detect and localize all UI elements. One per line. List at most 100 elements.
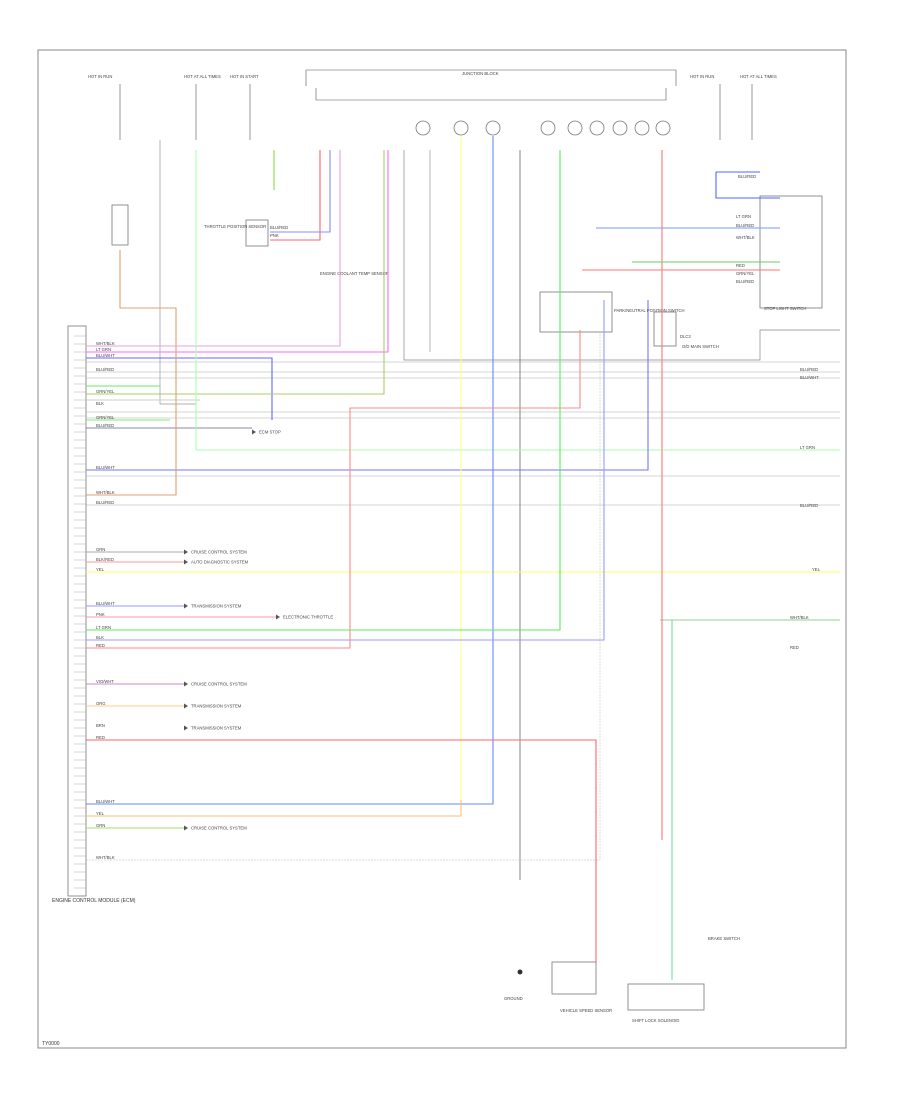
wire-blue-1 [86,357,273,420]
connector-circle-6 [589,120,605,136]
wire-code-wht-blk: WHT/BLK [96,855,115,860]
wire-blue-vertical [86,136,494,805]
callout-transmission-3: TRANSMISSION SYSTEM [191,726,242,731]
wire-blue-top-right [715,171,780,199]
wire-code-ltgrn: LT GRN [736,214,751,219]
wire-magenta [86,150,389,353]
fuse-stubs [119,84,753,140]
connector-circle-1 [415,120,431,136]
wire-red-1 [86,330,581,649]
ground-label: GROUND [504,996,523,1001]
top-connector-circles [415,120,671,136]
wire-code-blu-wht: BLU/WHT [96,799,115,804]
wire-blue-throttle [270,150,331,233]
ecm-pin-column [74,335,86,889]
wire-code-blu-red: BLU/RED [736,279,754,284]
coolant-sensor-label: ENGINE COOLANT TEMP SENSOR [320,271,389,276]
dlc-box [653,311,677,347]
connector-circle-3 [485,120,501,136]
side-callouts: CRUISE CONTROL SYSTEM AUTO DIAGNOSTIC SYS… [184,429,333,831]
callout-arrow [184,559,188,565]
callout-arrow [184,549,188,555]
wire-code-blu-red: BLU/RED [96,367,114,372]
callout-arrow [184,681,188,687]
hot-at-all-times-right-label: HOT AT ALL TIMES [740,74,777,79]
wire-code-blu-wht: BLU/WHT [96,601,115,606]
callout-electronic-throttle: ELECTRONIC THROTTLE [283,615,333,620]
callout-arrow [184,725,188,731]
wire-code-blu-red: BLU/RED [270,225,288,230]
wire-blue-2 [86,300,649,471]
wire-orange-bottom [86,800,462,817]
wire-code-grn: GRN [96,547,105,552]
wire-code-grn-yel: GRN/YEL [736,271,755,276]
wire-code-red: RED [790,645,799,650]
wire-code-red: RED [736,263,745,268]
connector-circle-5 [567,120,583,136]
wire-code-ltgrn: LT GRN [96,625,111,630]
connector-circle-4 [540,120,556,136]
wire-pink-1 [86,150,341,347]
wire-code-blu-red: BLU/RED [736,223,754,228]
callout-transmission-2: TRANSMISSION SYSTEM [191,704,242,709]
callout-cruise-control-1: CRUISE CONTROL SYSTEM [191,550,247,555]
callout-ecm-stop-label: ECM STOP [259,430,281,435]
ecm-label: ENGINE CONTROL MODULE (ECM) [52,898,136,904]
callout-arrow [252,429,256,435]
od-main-switch-label: O/D MAIN SWITCH [682,344,719,349]
speed-sensor-box [551,961,597,995]
stop-switch-box [759,195,823,309]
wire-code-brn: BRN [96,723,105,728]
wire-blue-3 [86,300,605,641]
hot-in-start-label: HOT IN START [230,74,259,79]
hot-at-all-times-label: HOT AT ALL TIMES [184,74,221,79]
callout-cruise-control-2: CRUISE CONTROL SYSTEM [191,682,247,687]
junction-block-label: JUNCTION BLOCK [462,71,499,76]
wire-code-ltgrn: LT GRN [800,445,815,450]
wire-code-blk-red: BLK/RED [96,557,114,562]
junction-block-bracket [305,69,677,86]
hot-in-run-label: HOT IN RUN [88,74,112,79]
neutral-switch-box [539,291,613,333]
wire-code-grn: GRN [96,823,105,828]
wire-code-red: RED [96,735,105,740]
wire-code-blk: BLK [96,635,104,640]
wire-green-vertical [86,150,561,631]
callout-arrow [184,703,188,709]
stop-light-switch-label: STOP LIGHT SWITCH [764,306,806,311]
throttle-position-sensor-label: THROTTLE POSITION SENSOR [204,224,266,229]
connector-circle-7 [612,120,628,136]
callout-auto-diagnostic: AUTO DIAGNOSTIC SYSTEM [191,560,249,565]
shift-lock-box [627,983,705,1011]
wire-code-yel: YEL [812,567,821,572]
wire-code-blk: BLK [96,401,104,406]
wire-code-ltgrn: LT GRN [96,347,111,352]
hot-in-run-right-label: HOT IN RUN [690,74,714,79]
wire-code-org: ORG [96,701,106,706]
shift-lock-solenoid-label: SHIFT LOCK SOLENOID [632,1018,679,1023]
vehicle-speed-sensor-label: VEHICLE SPEED SENSOR [560,1008,612,1013]
wire-green-yellow [86,150,385,395]
callout-transmission-1: TRANSMISSION SYSTEM [191,604,242,609]
wire-code-grn-yel: GRN/YEL [96,415,115,420]
gray-route-1 [403,150,840,361]
ground-symbol [517,969,523,975]
dlc-label: DLC3 [680,334,691,339]
wire-code-red: RED [96,643,105,648]
throttle-sensor-box [245,219,269,247]
wire-code-blu-wht: BLU/WHT [96,353,115,358]
wire-code-wht-blk: WHT/BLK [736,235,755,240]
wire-code-blu-wht: BLU/WHT [800,375,819,380]
footer-code: TY0000 [42,1041,60,1047]
wire-code-blu-wht: BLU/WHT [96,465,115,470]
wire-code-blu-red: BLU/RED [800,367,818,372]
wire-code-vio-wht: VIO/WHT [96,679,114,684]
callout-arrow [184,603,188,609]
callout-cruise-control-3: CRUISE CONTROL SYSTEM [191,826,247,831]
diagram-frame [37,49,847,1049]
wire-code-pnk: PNK [96,612,105,617]
callout-arrow [184,825,188,831]
